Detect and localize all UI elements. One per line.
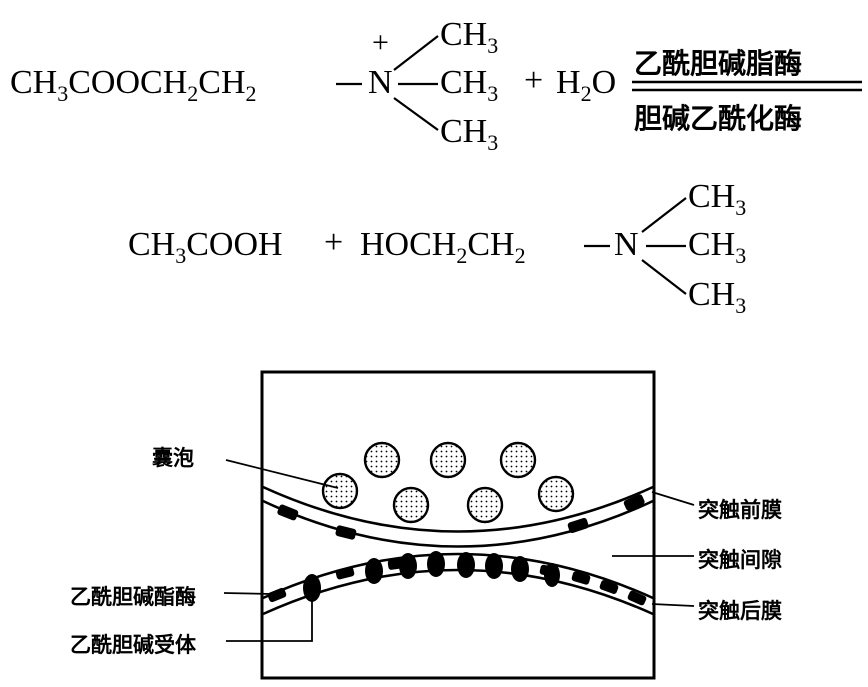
synapse-frame — [260, 370, 656, 680]
leader-lines — [223, 459, 695, 642]
bond-n-methyl-bottom-2 — [641, 259, 687, 295]
leader-vesicle — [225, 459, 339, 489]
enzyme-mark — [623, 494, 645, 511]
presynaptic-membrane-outer — [262, 485, 654, 533]
vesicle — [321, 472, 359, 510]
bond-n-methyl-bottom-1 — [393, 97, 439, 131]
receptor — [544, 563, 560, 587]
methyl-bottom-2: CH3 — [688, 276, 747, 318]
label-postsynaptic-membrane: 突触后膜 — [698, 599, 782, 623]
leader-presynaptic — [651, 491, 695, 506]
leader-postsynaptic — [651, 603, 695, 607]
enzyme-reverse-label: 胆碱乙酰化酶 — [634, 102, 803, 135]
plus-sign-1: + — [524, 62, 544, 99]
leader-receptor — [226, 600, 313, 642]
label-vesicle: 囊泡 — [152, 446, 194, 470]
product-acetic-acid: CH3COOH — [128, 226, 283, 268]
enzyme-mark — [571, 571, 591, 585]
enzyme-mark — [277, 504, 299, 521]
plus-sign-2: + — [324, 224, 344, 261]
receptor — [457, 552, 475, 578]
enzyme-mark — [567, 517, 589, 534]
receptor — [485, 553, 503, 579]
methyl-bottom-1: CH3 — [440, 113, 499, 155]
receptor — [511, 556, 529, 582]
enzyme-forward-label: 乙酰胆碱脂酶 — [634, 47, 803, 80]
enzyme-mark — [267, 587, 287, 603]
receptor — [399, 553, 417, 579]
product-choline-chain: HOCH2CH2 — [360, 226, 526, 268]
vesicle — [499, 441, 537, 479]
receptor — [427, 551, 445, 577]
bond-n-methyl-top-2 — [641, 197, 687, 233]
label-acetylcholinesterase: 乙酰胆碱酯酶 — [70, 585, 196, 609]
label-presynaptic-membrane: 突触前膜 — [698, 498, 782, 522]
reactant-acetylcholine-chain: CH3COOCH2CH2 — [10, 64, 257, 106]
water: H2O — [556, 64, 617, 106]
enzyme-mark — [599, 580, 619, 594]
methyl-mid-2: CH3 — [688, 226, 747, 268]
enzyme-mark — [335, 566, 355, 580]
methyl-top-2: CH3 — [688, 178, 747, 220]
vesicle — [466, 486, 504, 524]
vesicle — [537, 475, 575, 513]
positive-charge: + — [372, 26, 389, 59]
nitrogen-atom-1: N — [368, 64, 393, 101]
enzyme-mark — [335, 525, 357, 540]
presynaptic-enzymes — [277, 494, 645, 540]
vesicle — [363, 441, 401, 479]
methyl-mid-1: CH3 — [440, 64, 499, 106]
receptors — [303, 551, 560, 602]
methyl-top-1: CH3 — [440, 16, 499, 58]
vesicle — [392, 486, 430, 524]
receptor — [365, 558, 383, 584]
vesicle — [429, 441, 467, 479]
bond-n-methyl-top-1 — [393, 35, 439, 71]
enzyme-mark — [627, 590, 647, 606]
leader-ache — [223, 592, 273, 595]
vesicles — [321, 441, 575, 524]
label-acetylcholine-receptor: 乙酰胆碱受体 — [70, 633, 196, 657]
nitrogen-atom-2: N — [614, 226, 639, 263]
label-synaptic-cleft: 突触间隙 — [698, 548, 782, 572]
presynaptic-membrane-inner — [262, 499, 654, 548]
receptor — [303, 574, 321, 602]
